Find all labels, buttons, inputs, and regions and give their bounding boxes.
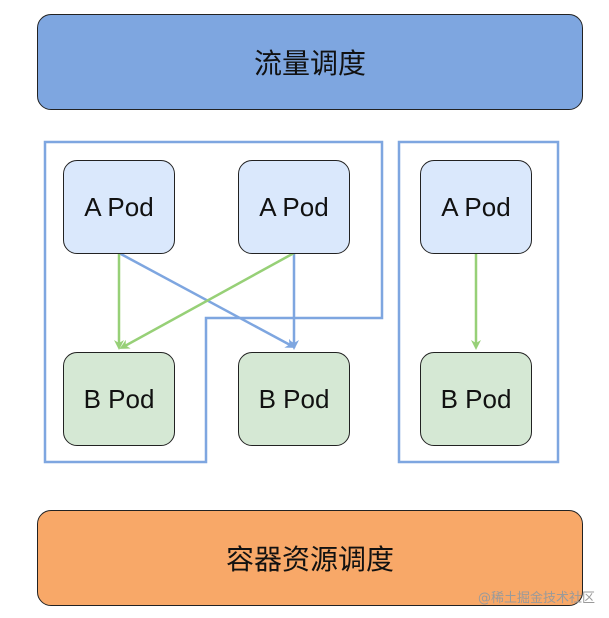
container-resource-scheduling-label: 容器资源调度 [225, 543, 394, 576]
a-pod-1: A Pod [63, 160, 175, 254]
a-pod-2-label: A Pod [259, 191, 329, 222]
left-group-boundary [43, 140, 384, 464]
b-pod-3-label: B Pod [440, 383, 512, 414]
traffic-scheduling-bar: 流量调度 [37, 14, 583, 110]
a-pod-3: A Pod [420, 160, 532, 254]
b-pod-1: B Pod [63, 352, 175, 446]
arrow-a2-to-b1 [119, 251, 295, 349]
a-pod-1-label: A Pod [84, 191, 154, 222]
b-pod-3: B Pod [420, 352, 532, 446]
b-pod-2: B Pod [238, 352, 350, 446]
container-resource-scheduling-bar: 容器资源调度 [37, 510, 583, 606]
arrow-a1-to-b2 [118, 251, 296, 348]
b-pod-1-label: B Pod [83, 383, 155, 414]
right-group-boundary [397, 140, 560, 464]
watermark: @稀土掘金技术社区 [477, 591, 595, 606]
traffic-scheduling-label: 流量调度 [253, 47, 366, 80]
b-pod-2-label: B Pod [258, 383, 330, 414]
a-pod-2: A Pod [238, 160, 350, 254]
a-pod-3-label: A Pod [441, 191, 511, 222]
